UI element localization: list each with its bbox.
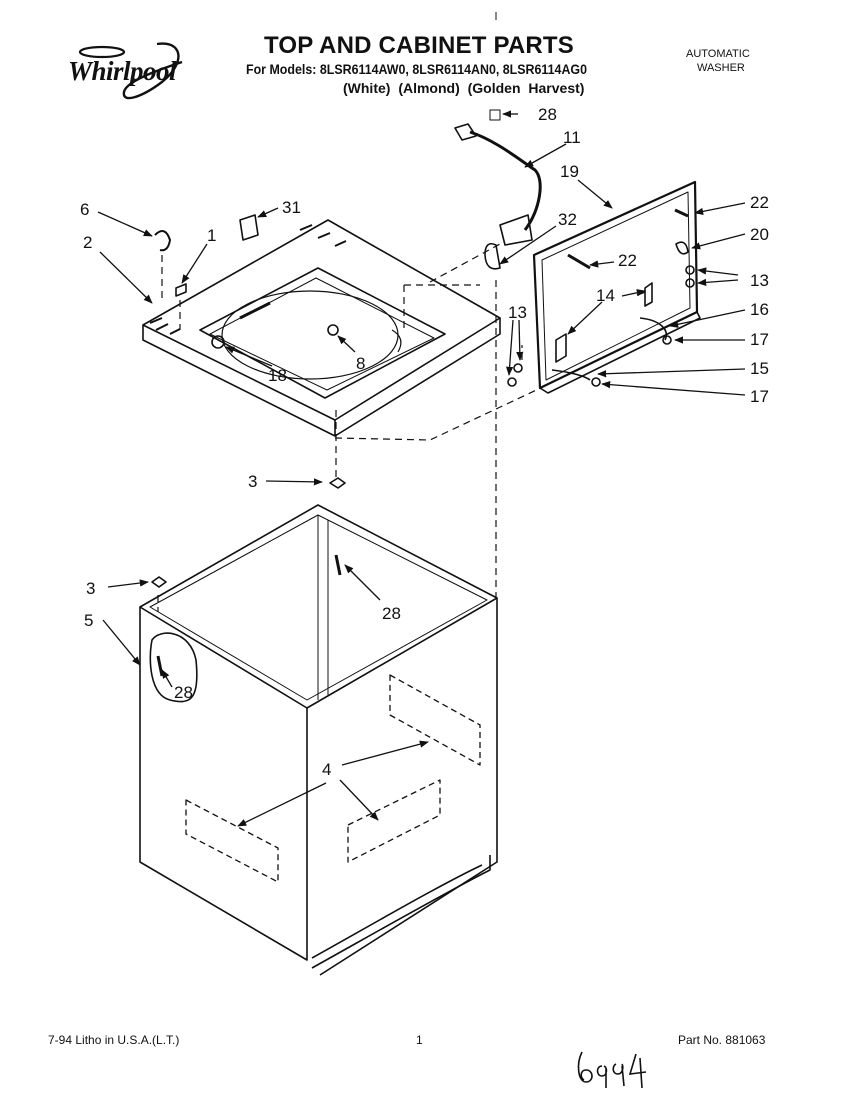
callout-17-lower: 17	[750, 387, 769, 406]
callout-5: 5	[84, 611, 93, 630]
whirlpool-logo	[78, 42, 183, 100]
callout-13-right: 13	[750, 271, 769, 290]
product-type-line2: WASHER	[697, 62, 745, 74]
part-3-top	[329, 477, 346, 489]
callout-13-left: 13	[508, 303, 527, 322]
callout-3-top: 3	[248, 472, 257, 491]
footer-page-number: 1	[416, 1033, 423, 1047]
wire-harness	[454, 123, 542, 246]
footer-part-number: Part No. 881063	[678, 1033, 766, 1047]
callout-20: 20	[750, 225, 769, 244]
callout-8: 8	[356, 354, 365, 373]
callout-16: 16	[750, 300, 769, 319]
callout-14: 14	[596, 286, 615, 305]
model-numbers: For Models: 8LSR6114AW0, 8LSR6114AN0, 8L…	[246, 62, 588, 77]
callout-28-harness: 28	[538, 105, 557, 124]
footer-date-litho: 7-94 Litho in U.S.A.(L.T.)	[48, 1033, 180, 1047]
callout-28-cabinet: 28	[382, 604, 401, 623]
cabinet-cutout	[149, 632, 198, 703]
callout-31: 31	[282, 198, 301, 217]
part-3-left	[151, 576, 167, 588]
callout-4: 4	[322, 760, 331, 779]
brand-name: Whirlpool	[68, 56, 177, 86]
color-variants: (White) (Almond) (Golden Harvest)	[343, 80, 585, 96]
part-31	[239, 214, 259, 241]
callout-19: 19	[560, 162, 579, 181]
callout-18: 18	[268, 366, 287, 385]
callout-28-cutout: 28	[174, 683, 193, 702]
hidden-panels	[185, 674, 481, 883]
top-panel	[142, 219, 501, 437]
callout-22-hinge: 22	[750, 193, 769, 212]
handwritten-mark	[577, 1051, 647, 1089]
callout-11: 11	[563, 128, 581, 147]
callout-17-upper: 17	[750, 330, 769, 349]
callout-32: 32	[558, 210, 577, 229]
cabinet	[139, 504, 498, 976]
callout-22-lid: 22	[618, 251, 637, 270]
callout-1: 1	[207, 226, 216, 245]
top-lid	[532, 180, 701, 394]
callout-3-left: 3	[86, 579, 95, 598]
page-title: TOP AND CABINET PARTS	[264, 32, 575, 59]
product-type-line1: AUTOMATIC	[686, 48, 750, 60]
callout-15: 15	[750, 359, 769, 378]
part-32	[484, 242, 501, 270]
callout-2: 2	[83, 233, 92, 252]
callout-6: 6	[80, 200, 89, 219]
